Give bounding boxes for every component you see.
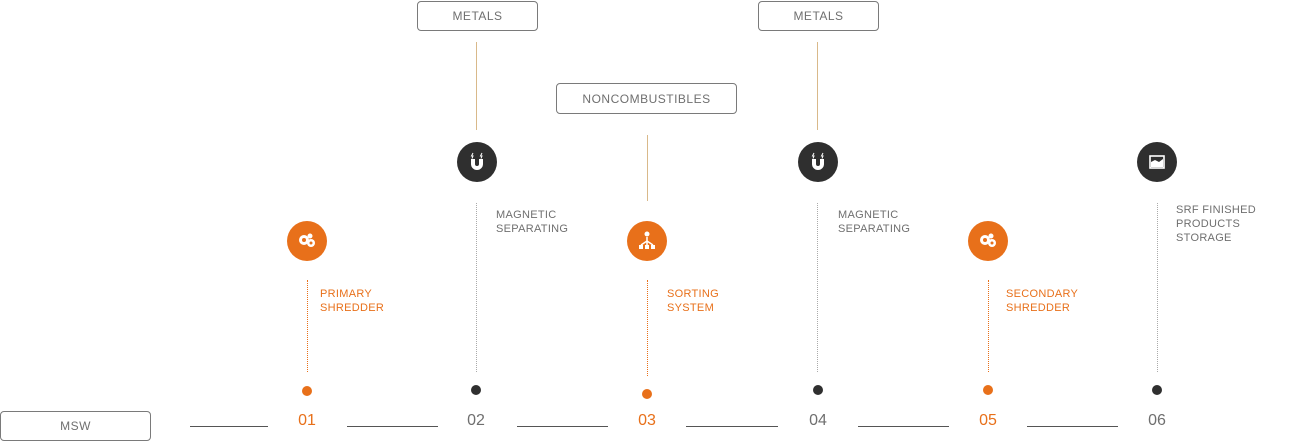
step-label: PRIMARY SHREDDER [320, 288, 385, 314]
step-line [476, 203, 477, 372]
output-box-metals-2: METALS [758, 1, 879, 31]
step-dot [471, 385, 481, 395]
input-box-msw: MSW [0, 411, 151, 441]
magnet-icon [798, 142, 838, 182]
gears-icon [287, 221, 327, 261]
output-box-noncombustibles: NONCOMBUSTIBLES [556, 83, 737, 114]
output-box-metals-1: METALS [417, 1, 538, 31]
step-number: 01 [298, 412, 316, 429]
storage-icon [1137, 142, 1177, 182]
step-label: SRF FINISHED PRODUCTS STORAGE [1176, 204, 1256, 244]
timeline-segment [1027, 426, 1118, 427]
step-label: SECONDARY SHREDDER [1006, 288, 1079, 314]
timeline-segment [347, 426, 438, 427]
output-label: NONCOMBUSTIBLES [582, 91, 711, 106]
step-line [647, 280, 648, 376]
timeline-segment [686, 426, 778, 427]
step-dot [813, 385, 823, 395]
timeline-segment [858, 426, 949, 427]
step-line [307, 280, 308, 372]
step-label: SORTING SYSTEM [667, 288, 720, 314]
connector-line [647, 135, 648, 201]
sorting-icon [627, 221, 667, 261]
step-number: 03 [638, 412, 656, 429]
step-label: MAGNETIC SEPARATING [838, 209, 911, 235]
step-number: 02 [467, 412, 485, 429]
gears-icon [968, 221, 1008, 261]
step-label: MAGNETIC SEPARATING [496, 209, 569, 235]
step-dot [302, 386, 312, 396]
step-number: 04 [809, 412, 827, 429]
step-number: 05 [979, 412, 997, 429]
connector-line [817, 42, 818, 130]
connector-line [476, 42, 477, 130]
step-line [817, 203, 818, 372]
output-label: METALS [793, 9, 844, 23]
step-dot [1152, 385, 1162, 395]
timeline-segment [190, 426, 268, 427]
step-dot [983, 385, 993, 395]
output-label: METALS [452, 9, 503, 23]
input-label: MSW [60, 419, 91, 433]
magnet-icon [457, 142, 497, 182]
step-line [1157, 203, 1158, 372]
step-line [988, 280, 989, 372]
timeline-segment [517, 426, 608, 427]
step-dot [642, 389, 652, 399]
step-number: 06 [1148, 412, 1166, 429]
